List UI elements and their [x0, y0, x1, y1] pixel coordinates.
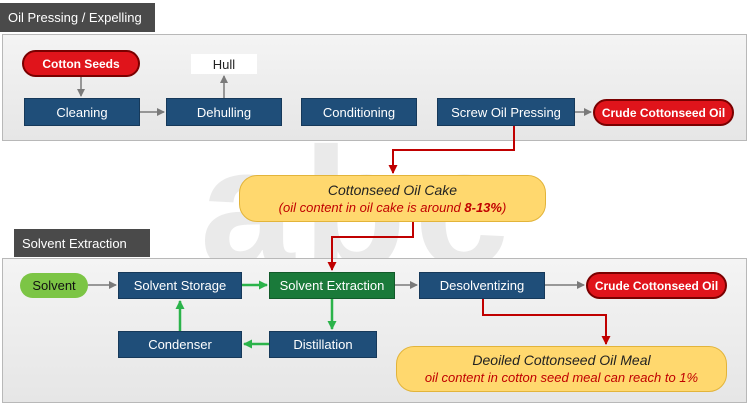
condenser-box: Condenser	[118, 331, 242, 358]
cotton-seeds-pill: Cotton Seeds	[22, 50, 140, 77]
crude-oil-pill-solvent: Crude Cottonseed Oil	[586, 272, 727, 299]
oil-cake-detail: (oil content in oil cake is around 8-13%…	[278, 199, 507, 215]
oil-cake-note: Cottonseed Oil Cake (oil content in oil …	[239, 175, 546, 222]
oil-meal-note: Deoiled Cottonseed Oil Meal oil content …	[396, 346, 727, 392]
desolventizing-box: Desolventizing	[419, 272, 545, 299]
oil-meal-detail: oil content in cotton seed meal can reac…	[424, 370, 699, 385]
screw-pressing-box: Screw Oil Pressing	[437, 98, 575, 126]
hull-label: Hull	[191, 54, 257, 74]
oil-meal-title: Deoiled Cottonseed Oil Meal	[472, 352, 651, 368]
section-title-pressing: Oil Pressing / Expelling	[0, 3, 155, 32]
oil-cake-title: Cottonseed Oil Cake	[327, 181, 458, 198]
crude-oil-pill-pressing: Crude Cottonseed Oil	[593, 99, 734, 126]
conditioning-box: Conditioning	[301, 98, 417, 126]
solvent-pill: Solvent	[20, 273, 88, 298]
cleaning-box: Cleaning	[24, 98, 140, 126]
solvent-storage-box: Solvent Storage	[118, 272, 242, 299]
solvent-extraction-box: Solvent Extraction	[269, 272, 395, 299]
section-title-solvent: Solvent Extraction	[14, 229, 150, 257]
dehulling-box: Dehulling	[166, 98, 282, 126]
distillation-box: Distillation	[269, 331, 377, 358]
